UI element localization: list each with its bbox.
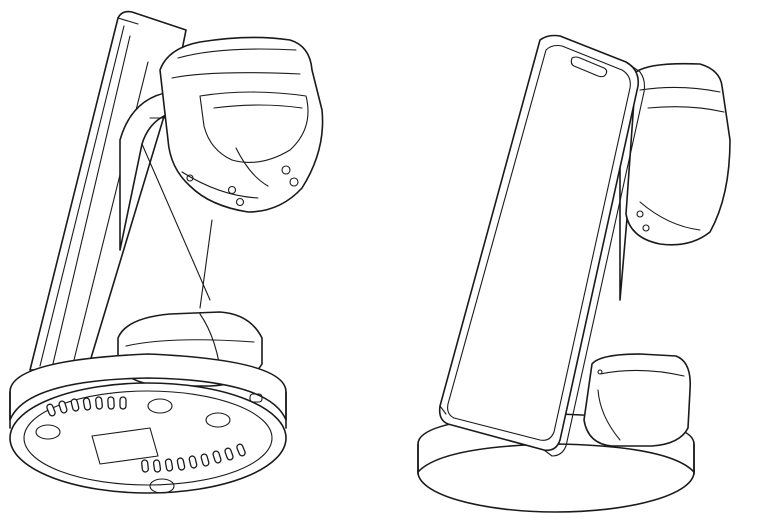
stand-front-view <box>417 34 731 513</box>
base-feet <box>35 398 231 494</box>
round-base <box>9 353 287 494</box>
watch-band <box>159 36 324 213</box>
usb-port <box>249 393 263 403</box>
earbuds-case <box>583 353 692 447</box>
stand-back-view <box>9 10 324 494</box>
watch-band <box>625 62 731 246</box>
phone-notch <box>570 56 608 78</box>
base-vents <box>46 396 246 473</box>
base-label-pad <box>91 427 159 465</box>
phone-on-stand <box>438 34 646 457</box>
